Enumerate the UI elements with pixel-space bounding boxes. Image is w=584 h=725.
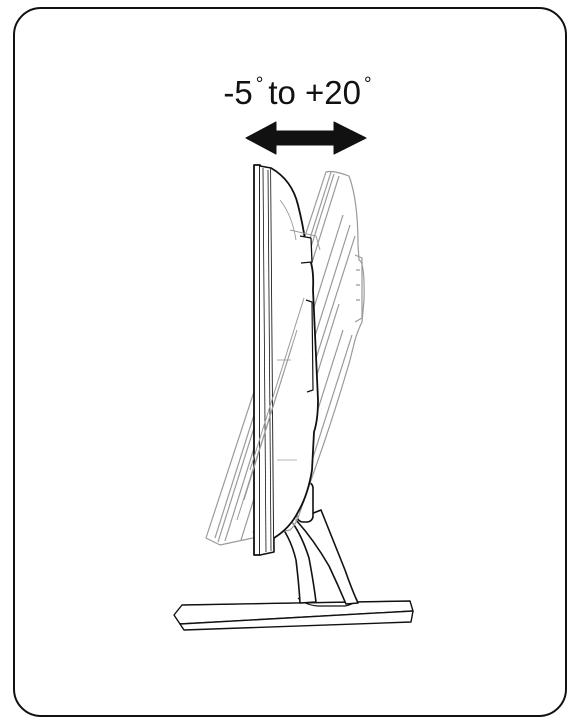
upright-monitor: [253, 164, 319, 556]
double-headed-arrow-icon: [245, 121, 367, 155]
tilt-range-label: -5°to +20°: [0, 74, 584, 122]
monitor-base: [173, 597, 414, 631]
tilt-connector: to: [268, 74, 296, 111]
tilt-max-value: +20: [305, 74, 362, 111]
ghost-overlap-lines: [236, 229, 321, 521]
degree-symbol-max: °: [364, 74, 372, 95]
tilt-min-value: -5: [223, 74, 253, 111]
degree-symbol-min: °: [255, 74, 264, 95]
